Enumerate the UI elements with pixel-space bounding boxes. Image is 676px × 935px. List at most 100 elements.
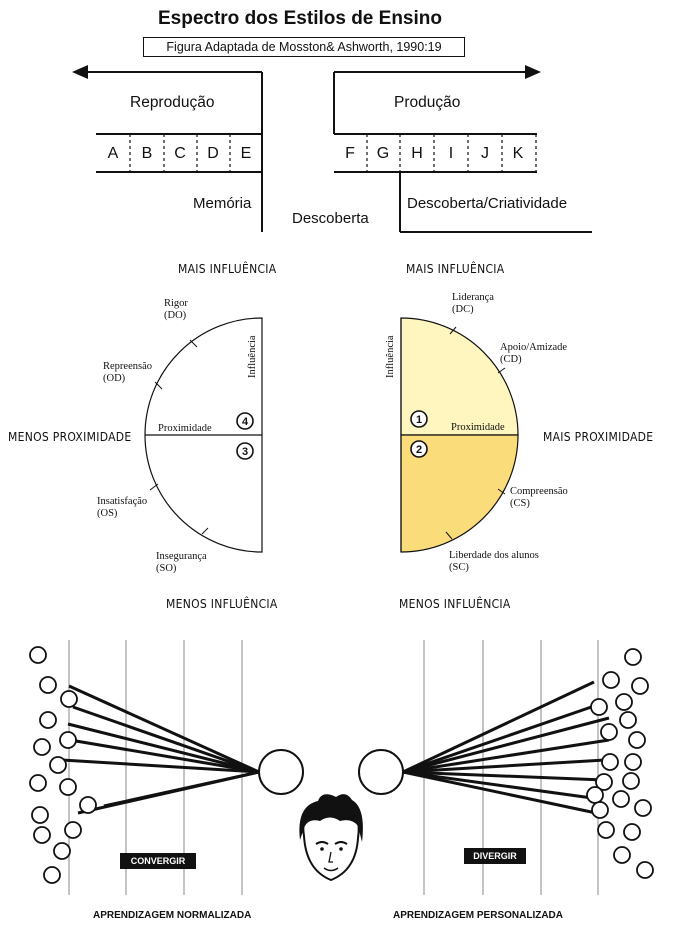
style-letter-h: H bbox=[411, 145, 423, 162]
more-influence-right: MAIS INFLUÊNCIA bbox=[406, 262, 505, 276]
style-letter-d: D bbox=[207, 145, 219, 162]
student-circle bbox=[613, 846, 631, 864]
style-letter-a: A bbox=[107, 145, 119, 162]
proximity-axis-right: Proximidade bbox=[451, 422, 505, 433]
more-proximity-label: MAIS PROXIMIDADE bbox=[543, 430, 654, 444]
student-circle bbox=[29, 646, 47, 664]
student-circle bbox=[31, 806, 49, 824]
memory-label: Memória bbox=[193, 195, 252, 212]
converge-focal-circle bbox=[258, 749, 304, 795]
arrow-left-icon bbox=[72, 65, 88, 79]
student-circle bbox=[612, 790, 630, 808]
style-letter-f: F bbox=[345, 145, 355, 162]
converge-ray bbox=[68, 684, 260, 774]
discovery-label: Descoberta bbox=[292, 210, 369, 227]
student-circle bbox=[39, 711, 57, 729]
badge-2: 2 bbox=[416, 444, 422, 456]
student-circle bbox=[601, 753, 619, 771]
label-rigor: Rigor(DO) bbox=[164, 298, 188, 321]
diverge-ray bbox=[402, 770, 605, 782]
style-letter-c: C bbox=[174, 145, 186, 162]
label-apoio: Apoio/Amizade(CD) bbox=[500, 342, 568, 365]
student-circle bbox=[619, 711, 637, 729]
student-circle bbox=[43, 866, 61, 884]
student-circle bbox=[624, 648, 642, 666]
student-circle bbox=[636, 861, 654, 879]
student-circle bbox=[79, 796, 97, 814]
diverge-tag: DIVERGIR bbox=[464, 848, 526, 864]
label-lideranca: Liderança(DC) bbox=[452, 292, 494, 315]
student-circle bbox=[623, 823, 641, 841]
personalized-learning-label: APRENDIZAGEM PERSONALIZADA bbox=[393, 910, 564, 921]
badge-3: 3 bbox=[242, 446, 248, 458]
student-circle bbox=[59, 778, 77, 796]
label-compreensao: Compreensão(CS) bbox=[510, 486, 568, 509]
style-letter-b: B bbox=[141, 145, 153, 162]
student-circle bbox=[29, 774, 47, 792]
converge-ray bbox=[77, 770, 260, 815]
student-circle bbox=[597, 821, 615, 839]
student-circle bbox=[60, 690, 78, 708]
production-label: Produção bbox=[394, 94, 461, 111]
diverge-focal-circle bbox=[358, 749, 404, 795]
page-title: Espectro dos Estilos de Ensino bbox=[157, 8, 442, 29]
diverge-ray bbox=[402, 716, 610, 774]
label-repreensao: Repreensão(OD) bbox=[103, 361, 152, 384]
student-circle bbox=[615, 693, 633, 711]
converge-ray bbox=[72, 705, 260, 774]
student-circle bbox=[49, 756, 67, 774]
creativity-label: Descoberta/Criatividade bbox=[407, 195, 568, 212]
student-circle bbox=[631, 677, 649, 695]
student-circle bbox=[33, 826, 51, 844]
badge-4: 4 bbox=[242, 416, 249, 428]
badge-1: 1 bbox=[416, 414, 422, 426]
diverge-ray bbox=[402, 680, 595, 774]
converge-ray bbox=[61, 758, 260, 774]
converge-tag: CONVERGIR bbox=[120, 853, 196, 869]
style-letter-i: I bbox=[448, 145, 454, 162]
less-influence-left: MENOS INFLUÊNCIA bbox=[166, 597, 278, 611]
student-circle bbox=[59, 731, 77, 749]
diverge-ray bbox=[402, 770, 593, 800]
student-circle bbox=[39, 676, 57, 694]
proximity-axis-left: Proximidade bbox=[158, 423, 212, 434]
student-circle bbox=[634, 799, 652, 817]
student-circle bbox=[602, 671, 620, 689]
reproduction-label: Reprodução bbox=[130, 94, 215, 111]
student-circle bbox=[600, 723, 618, 741]
label-liberdade: Liberdade dos alunos(SC) bbox=[449, 550, 539, 573]
student-circle bbox=[53, 842, 71, 860]
student-circle bbox=[64, 821, 82, 839]
student-circle bbox=[595, 773, 613, 791]
less-proximity-label: MENOS PROXIMIDADE bbox=[8, 430, 132, 444]
influence-axis-left: Influência bbox=[247, 335, 258, 378]
style-letter-g: G bbox=[376, 145, 390, 162]
label-inseguranca: Insegurança(SO) bbox=[156, 551, 207, 574]
face-icon bbox=[299, 794, 363, 882]
student-circle bbox=[622, 772, 640, 790]
style-letter-k: K bbox=[512, 145, 524, 162]
student-circle bbox=[624, 753, 642, 771]
diverge-ray bbox=[402, 738, 610, 774]
more-influence-left: MAIS INFLUÊNCIA bbox=[178, 262, 277, 276]
style-letter-e: E bbox=[240, 145, 252, 162]
normalized-learning-label: APRENDIZAGEM NORMALIZADA bbox=[93, 910, 252, 921]
converge-ray bbox=[69, 738, 260, 774]
diverge-ray bbox=[402, 770, 597, 815]
figure-caption: Figura Adaptada de Mosston& Ashworth, 19… bbox=[143, 37, 465, 57]
student-circle bbox=[591, 801, 609, 819]
diverge-ray bbox=[402, 758, 606, 774]
student-circle bbox=[628, 731, 646, 749]
converge-ray bbox=[67, 722, 260, 774]
upper-quadrant bbox=[400, 317, 519, 436]
diverge-ray bbox=[402, 702, 601, 774]
student-circle bbox=[590, 698, 608, 716]
student-circle bbox=[586, 786, 604, 804]
style-letter-j: J bbox=[481, 145, 489, 162]
arrow-right-icon bbox=[525, 65, 541, 79]
influence-axis-right: Influência bbox=[385, 335, 396, 378]
lower-quadrant bbox=[400, 434, 519, 553]
